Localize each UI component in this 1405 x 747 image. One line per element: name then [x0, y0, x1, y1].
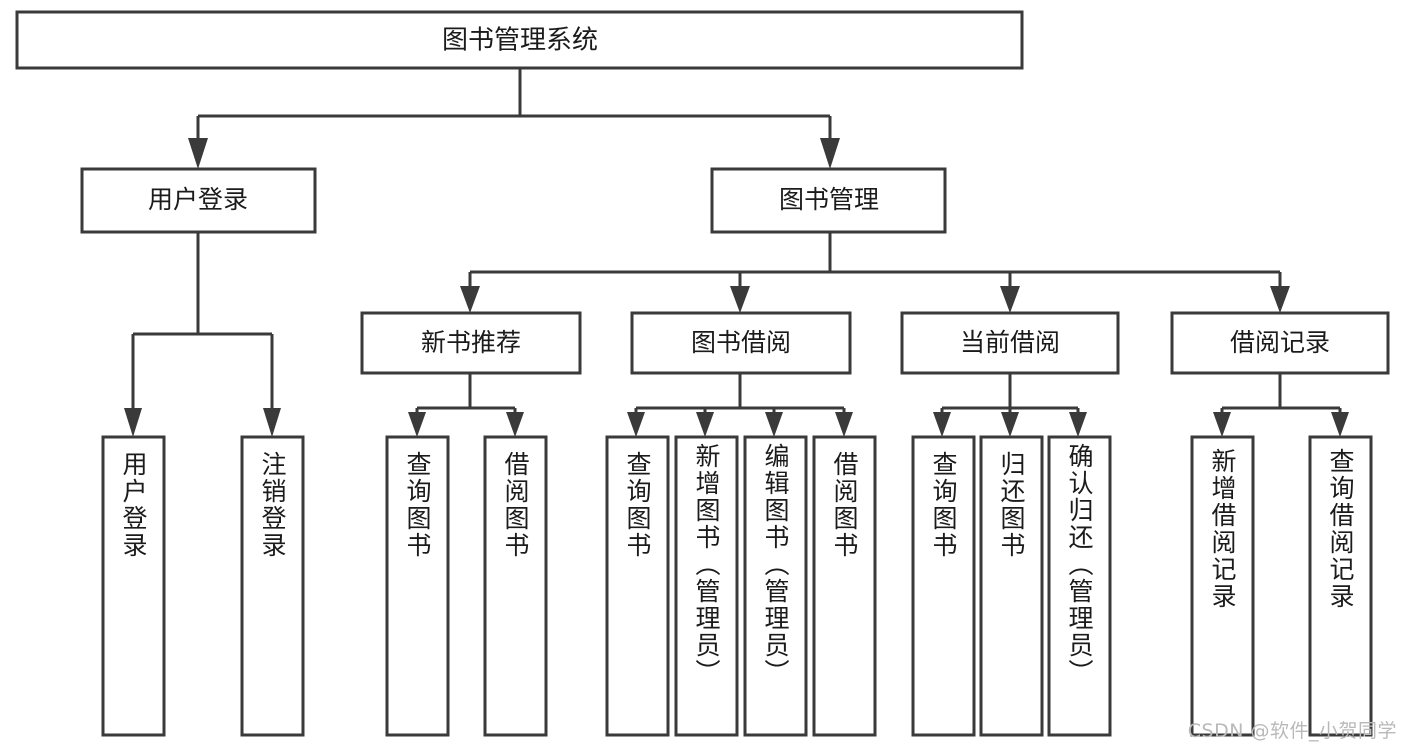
node-book-management-label: 图书管理 — [779, 185, 879, 214]
node-user-login[interactable]: 用户登录 — [80, 167, 317, 234]
node-root-label: 图书管理系统 — [442, 26, 598, 56]
connector-borrowrecord-to-leaves — [1213, 373, 1349, 437]
node-current-borrow-label: 当前借阅 — [960, 328, 1060, 357]
node-borrow-record-box[interactable] — [1170, 311, 1390, 375]
node-book-management-box[interactable] — [710, 167, 947, 234]
leaf-box-user-login-logout[interactable] — [240, 435, 305, 737]
node-book-borrow[interactable]: 图书借阅 — [630, 311, 852, 375]
leaf-box-newbook-query[interactable] — [385, 435, 450, 737]
node-root[interactable]: 图书管理系统 — [15, 10, 1024, 70]
arrow-head-icon — [1069, 412, 1087, 437]
arrow-head-icon — [124, 408, 142, 437]
connector-userlogin-to-leaves — [124, 232, 281, 437]
leaf-group-user-login — [101, 435, 305, 737]
node-borrow-record[interactable]: 借阅记录 — [1170, 311, 1390, 375]
leaf-box-record-add[interactable] — [1190, 435, 1255, 737]
node-book-management[interactable]: 图书管理 — [710, 167, 947, 234]
node-borrow-record-label: 借阅记录 — [1230, 328, 1330, 357]
arrow-head-icon — [506, 412, 524, 437]
arrow-head-icon — [188, 138, 208, 169]
arrow-head-icon — [765, 412, 783, 437]
leaf-box-borrow-add[interactable] — [674, 435, 739, 737]
leaf-group-borrow-record — [1190, 435, 1373, 737]
connector-root-to-level2 — [188, 68, 840, 169]
arrow-head-icon — [820, 138, 840, 169]
arrow-head-icon — [835, 412, 853, 437]
arrow-head-icon — [1213, 412, 1231, 437]
node-user-login-label: 用户登录 — [148, 185, 248, 214]
leaf-box-borrow-edit[interactable] — [743, 435, 808, 737]
arrow-head-icon — [408, 412, 426, 437]
node-new-book-recommend[interactable]: 新书推荐 — [360, 311, 582, 375]
watermark: CSDN @软件_小贺同学 — [1187, 720, 1397, 742]
connector-currentborrow-to-leaves — [933, 373, 1087, 437]
connector-bookmgmt-to-level3 — [460, 232, 1290, 313]
leaf-box-current-return[interactable] — [979, 435, 1044, 737]
connector-borrowbook-to-leaves — [627, 373, 853, 437]
leaf-box-user-login-login[interactable] — [101, 435, 166, 737]
node-user-login-box[interactable] — [80, 167, 317, 234]
node-book-borrow-box[interactable] — [630, 311, 852, 375]
arrow-head-icon — [1001, 412, 1019, 437]
node-new-book-recommend-box[interactable] — [360, 311, 582, 375]
arrow-head-icon — [1000, 286, 1020, 313]
leaf-box-newbook-borrow[interactable] — [483, 435, 548, 737]
arrow-head-icon — [263, 408, 281, 437]
leaf-group-new-book-recommend — [385, 435, 548, 737]
node-book-borrow-label: 图书借阅 — [691, 328, 791, 357]
arrow-head-icon — [933, 412, 951, 437]
leaf-box-current-query[interactable] — [911, 435, 976, 737]
leaf-box-borrow-query[interactable] — [605, 435, 670, 737]
node-new-book-recommend-label: 新书推荐 — [421, 328, 521, 357]
leaf-box-current-confirm[interactable] — [1047, 435, 1112, 737]
arrow-head-icon — [460, 286, 480, 313]
arrow-head-icon — [696, 412, 714, 437]
arrow-head-icon — [627, 412, 645, 437]
leaf-box-record-query[interactable] — [1308, 435, 1373, 737]
connector-newbook-to-leaves — [408, 373, 524, 437]
arrow-head-icon — [1270, 286, 1290, 313]
leaf-group-book-borrow — [605, 435, 877, 737]
arrow-head-icon — [1331, 412, 1349, 437]
leaf-group-current-borrow — [911, 435, 1112, 737]
arrow-head-icon — [730, 286, 750, 313]
node-current-borrow[interactable]: 当前借阅 — [900, 311, 1120, 375]
node-root-box[interactable] — [15, 10, 1024, 70]
leaf-box-borrow-lend[interactable] — [812, 435, 877, 737]
node-current-borrow-box[interactable] — [900, 311, 1120, 375]
